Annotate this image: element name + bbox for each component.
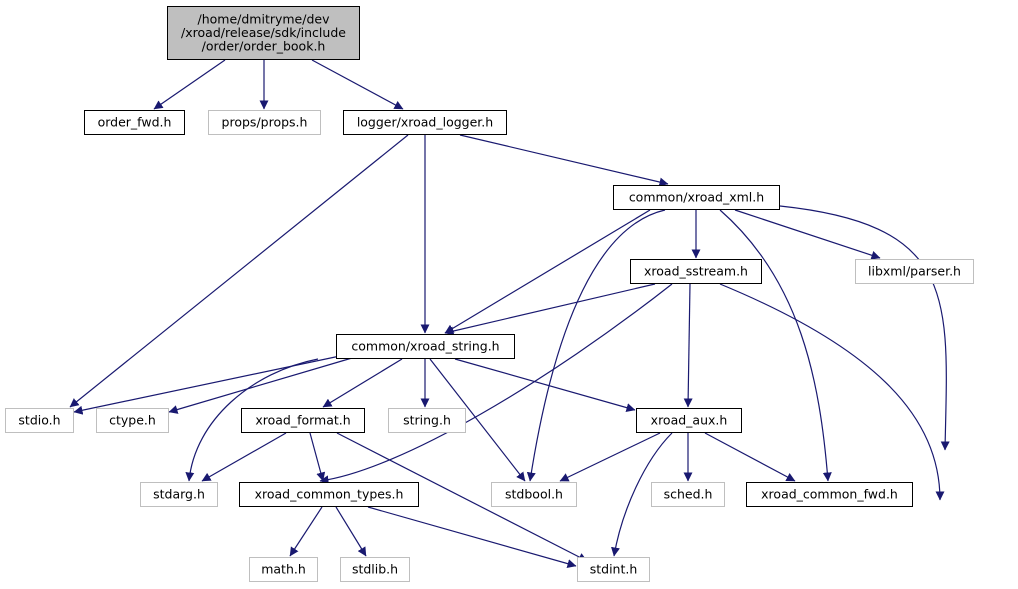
node-label: stdarg.h xyxy=(153,487,205,502)
edge-string-to-format xyxy=(322,358,403,408)
edge-xml-to-stdint xyxy=(779,205,950,451)
edge-logger-to-xml xyxy=(459,134,669,187)
edge-format-to-stdarg xyxy=(201,432,287,482)
node-label: string.h xyxy=(403,413,451,428)
node-box xyxy=(84,110,185,135)
node-label: math.h xyxy=(261,562,306,577)
edge-types-to-math xyxy=(289,506,323,557)
node-label: logger/xroad_logger.h xyxy=(357,115,493,130)
node-stdlib: stdlib.h xyxy=(340,557,410,582)
node-sstream[interactable]: xroad_sstream.h xyxy=(630,259,762,284)
node-box xyxy=(167,6,360,60)
node-box xyxy=(208,110,321,135)
node-label: /home/dmitryme/dev xyxy=(198,12,331,27)
node-string[interactable]: common/xroad_string.h xyxy=(336,334,515,359)
edge-xml-to-cfwd xyxy=(719,209,832,482)
edge-string-to-ctype xyxy=(168,357,353,414)
edge-sstream-to-types xyxy=(319,283,673,485)
node-box xyxy=(340,557,410,582)
node-box xyxy=(96,408,169,433)
edge-sstream-to-stdint xyxy=(719,283,945,501)
node-logger[interactable]: logger/xroad_logger.h xyxy=(343,110,507,135)
edge-root-to-logger xyxy=(311,59,404,110)
node-stringh: string.h xyxy=(388,408,466,433)
node-box xyxy=(613,185,780,210)
node-box xyxy=(5,408,74,433)
node-box xyxy=(388,408,466,433)
edge-string-to-stdio xyxy=(73,355,341,415)
node-label: common/xroad_xml.h xyxy=(629,190,764,205)
node-label: /order/order_book.h xyxy=(202,39,326,54)
node-box xyxy=(336,334,515,359)
node-cfwd[interactable]: xroad_common_fwd.h xyxy=(746,482,913,507)
node-libxml: libxml/parser.h xyxy=(855,259,974,284)
node-label: stdio.h xyxy=(18,413,60,428)
node-box xyxy=(343,110,507,135)
edge-format-to-stdint xyxy=(336,432,588,562)
node-label: xroad_format.h xyxy=(255,413,350,428)
node-label: common/xroad_string.h xyxy=(351,339,499,354)
edge-xml-to-stdbool xyxy=(526,209,666,482)
node-label: xroad_sstream.h xyxy=(644,264,748,279)
node-format[interactable]: xroad_format.h xyxy=(241,408,365,433)
edge-aux-to-stdbool xyxy=(559,432,661,482)
node-label: props/props.h xyxy=(222,115,308,130)
edge-root-to-order_fwd xyxy=(153,59,226,110)
node-box xyxy=(855,259,974,284)
edge-sstream-to-aux xyxy=(683,283,693,408)
node-label: stdlib.h xyxy=(352,562,398,577)
node-box xyxy=(636,408,742,433)
node-box xyxy=(249,557,318,582)
edge-types-to-stdlib xyxy=(335,506,367,557)
node-box xyxy=(140,482,218,507)
edge-aux-to-cfwd xyxy=(704,432,796,482)
node-root[interactable]: /home/dmitryme/dev/xroad/release/sdk/inc… xyxy=(167,6,360,60)
node-order_fwd[interactable]: order_fwd.h xyxy=(84,110,185,135)
node-label: libxml/parser.h xyxy=(868,264,961,279)
edge-xml-to-libxml xyxy=(734,209,881,260)
node-box xyxy=(239,482,419,507)
node-xml[interactable]: common/xroad_xml.h xyxy=(613,185,780,210)
node-stdbool: stdbool.h xyxy=(491,482,577,507)
edge-xml-to-string xyxy=(444,209,651,334)
node-label: /xroad/release/sdk/include xyxy=(181,25,346,40)
node-math: math.h xyxy=(249,557,318,582)
node-sched: sched.h xyxy=(651,482,725,507)
node-label: stdint.h xyxy=(590,562,638,577)
node-label: ctype.h xyxy=(109,413,156,428)
node-box xyxy=(577,557,650,582)
node-box xyxy=(651,482,725,507)
node-label: xroad_common_fwd.h xyxy=(761,487,898,502)
node-label: order_fwd.h xyxy=(98,115,172,130)
edges-layer xyxy=(69,59,950,568)
node-box xyxy=(746,482,913,507)
node-box xyxy=(241,408,365,433)
edge-aux-to-stdint xyxy=(611,432,673,557)
node-label: xroad_aux.h xyxy=(651,413,728,428)
edge-string-to-stdarg xyxy=(185,358,319,482)
node-label: xroad_common_types.h xyxy=(255,487,404,502)
node-aux[interactable]: xroad_aux.h xyxy=(636,408,742,433)
node-stdint: stdint.h xyxy=(577,557,650,582)
node-box xyxy=(630,259,762,284)
edge-logger-to-stdio xyxy=(69,134,409,408)
node-stdarg: stdarg.h xyxy=(140,482,218,507)
edge-types-to-stdint xyxy=(367,506,577,568)
edge-format-to-types xyxy=(309,432,326,482)
edge-string-to-aux xyxy=(454,358,636,412)
node-ctype: ctype.h xyxy=(96,408,169,433)
node-types[interactable]: xroad_common_types.h xyxy=(239,482,419,507)
nodes-layer: /home/dmitryme/dev/xroad/release/sdk/inc… xyxy=(5,6,974,582)
edge-sstream-to-string xyxy=(444,283,656,336)
node-props: props/props.h xyxy=(208,110,321,135)
node-label: sched.h xyxy=(664,487,713,502)
edge-string-to-stdbool xyxy=(429,358,526,482)
node-label: stdbool.h xyxy=(505,487,563,502)
node-box xyxy=(491,482,577,507)
node-stdio: stdio.h xyxy=(5,408,74,433)
